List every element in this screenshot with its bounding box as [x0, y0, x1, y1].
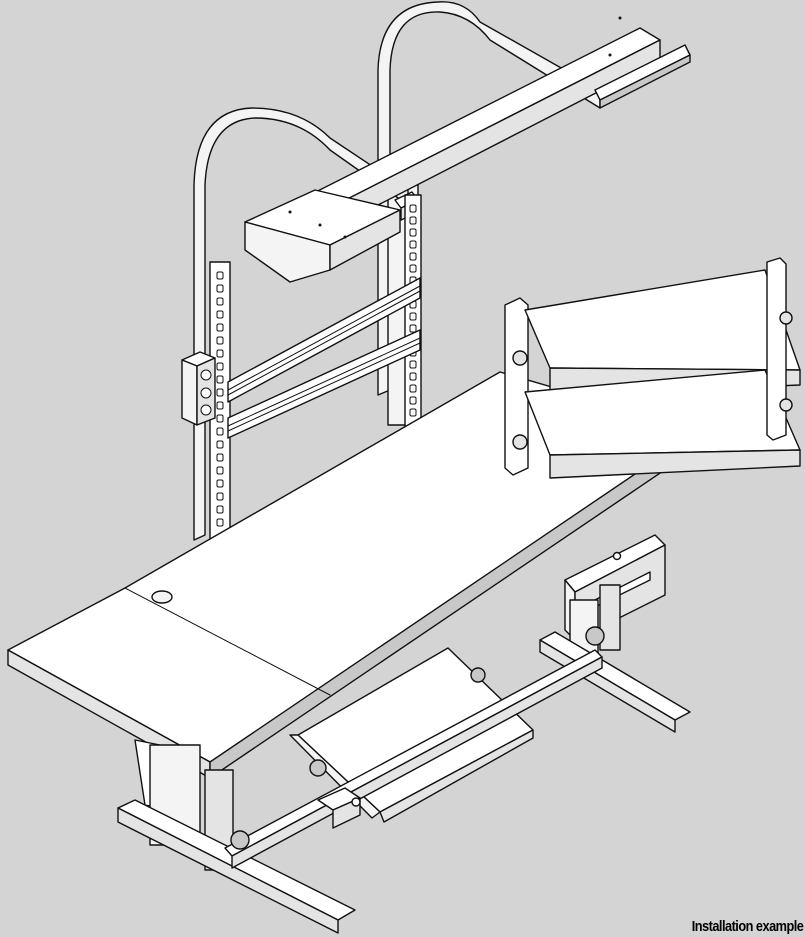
- perforation-hole: [216, 336, 224, 345]
- perforation-hole: [216, 297, 224, 306]
- perforation-hole: [216, 518, 224, 527]
- cross-rail-lower: [227, 329, 421, 439]
- perforation-hole: [216, 310, 224, 319]
- leg-right: [539, 584, 691, 733]
- power-strip: [181, 351, 216, 426]
- perforation-hole: [216, 414, 224, 423]
- perforation-hole: [409, 360, 417, 369]
- shelf-bracket-left: [504, 297, 529, 476]
- perforation-hole: [409, 252, 417, 261]
- perforation-hole: [216, 388, 224, 397]
- perforation-hole: [409, 228, 417, 237]
- perforation-hole: [216, 479, 224, 488]
- cross-rail-upper: [227, 277, 421, 403]
- perforation-hole: [216, 453, 224, 462]
- perforation-hole: [409, 264, 417, 273]
- light-box: [244, 16, 622, 283]
- perforation-hole: [409, 396, 417, 405]
- perforation-hole: [216, 492, 224, 501]
- perforation-hole: [409, 408, 417, 417]
- perforation-hole: [216, 505, 224, 514]
- perforation-hole: [216, 362, 224, 371]
- perforation-hole: [216, 401, 224, 410]
- shelf-lower: [524, 369, 801, 479]
- overhead-beam: [289, 27, 691, 241]
- perforation-hole: [216, 375, 224, 384]
- caption: Installation example: [691, 918, 803, 935]
- perforation-hole: [409, 384, 417, 393]
- perforation-hole: [216, 284, 224, 293]
- perforation-hole: [216, 466, 224, 475]
- tray-clamp: [309, 667, 486, 829]
- upright-right: [404, 194, 422, 428]
- perforation-hole: [216, 427, 224, 436]
- shelf-bracket-right: [766, 257, 793, 441]
- foot-crossbar: [224, 626, 605, 869]
- perforation-hole: [409, 372, 417, 381]
- perforation-hole: [409, 312, 417, 321]
- perforation-hole: [216, 323, 224, 332]
- perforation-hole: [409, 204, 417, 213]
- perforation-hole: [409, 216, 417, 225]
- perforation-hole: [216, 271, 224, 280]
- perforation-hole: [216, 440, 224, 449]
- perforation-hole: [409, 240, 417, 249]
- perforation-hole: [409, 324, 417, 333]
- perforation-hole: [216, 349, 224, 358]
